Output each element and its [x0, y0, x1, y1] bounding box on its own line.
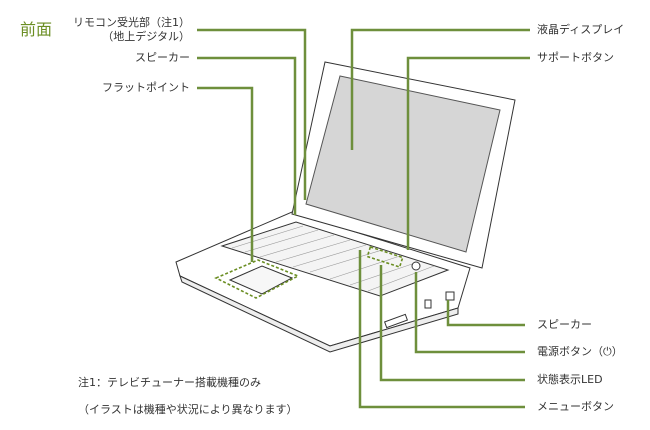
- laptop-illustration: [175, 61, 516, 353]
- label-speaker-left: スピーカー: [135, 51, 190, 64]
- laptop-base-front: [179, 275, 459, 353]
- label-power-button: 電源ボタン（⏻）: [537, 345, 623, 358]
- label-remote-line1: リモコン受光部（注1）: [73, 16, 190, 29]
- label-remote-sensor: リモコン受光部（注1） （地上デジタル）: [73, 16, 190, 44]
- note-illustration: （イラストは機種や状況により異なります）: [78, 403, 298, 416]
- keyboard: [220, 221, 450, 297]
- lcd-screen: [305, 75, 501, 253]
- label-lcd: 液晶ディスプレイ: [537, 23, 625, 36]
- touchpad: [228, 265, 294, 295]
- label-remote-line2: （地上デジタル）: [102, 30, 190, 43]
- note-tuner: 注1：テレビチューナー搭載機種のみ: [78, 376, 261, 389]
- power-button-shape: [411, 261, 421, 271]
- label-support-button: サポートボタン: [537, 51, 614, 64]
- label-flatpoint: フラットポイント: [102, 81, 190, 94]
- label-status-led: 状態表示LED: [537, 373, 603, 386]
- leader-lines: [197, 28, 530, 409]
- speaker-grille-shape: [445, 291, 455, 301]
- port-shape: [424, 299, 432, 309]
- page-title: 前面: [20, 20, 53, 39]
- port-shape: [383, 313, 409, 329]
- label-menu-button: メニューボタン: [537, 400, 614, 413]
- label-speaker-right: スピーカー: [537, 318, 592, 331]
- highlight-boxes: [214, 245, 404, 299]
